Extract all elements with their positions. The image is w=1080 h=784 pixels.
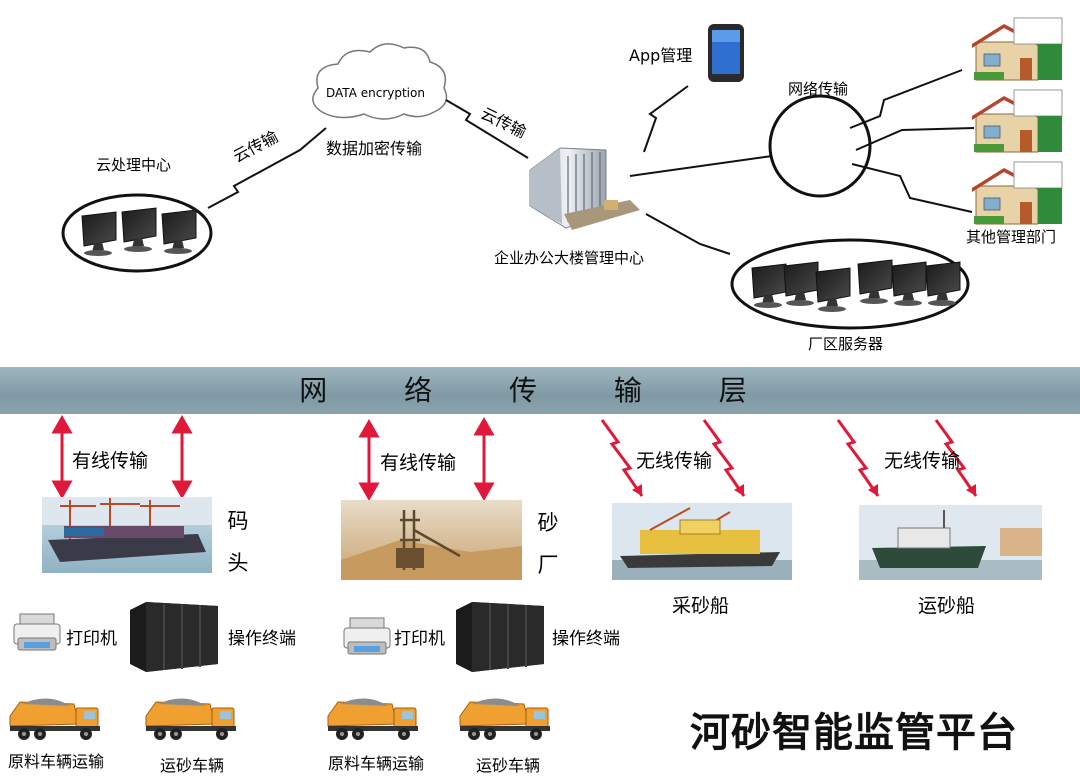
printer-label-1: 打印机 — [66, 629, 117, 649]
cloud-link-left-line — [207, 127, 327, 209]
transport-ship-photo — [859, 505, 1042, 580]
house-link-3 — [851, 163, 973, 213]
wired-label-2: 有线传输 — [380, 452, 457, 474]
raw-truck-label-1: 原料车辆运输 — [8, 752, 105, 771]
dock-photo — [42, 497, 212, 573]
transport-ship-label: 运砂船 — [918, 595, 976, 617]
raw-truck-label-2: 原料车辆运输 — [328, 754, 425, 773]
office-network-line — [629, 155, 773, 177]
platform-title: 河砂智能监管平台 — [690, 710, 1018, 756]
terminal-label-2: 操作终端 — [552, 629, 620, 649]
encryption-label: 数据加密传输 — [326, 139, 423, 158]
cloud-text: DATA encryption — [326, 86, 425, 100]
app-label: App管理 — [629, 46, 693, 65]
dredger-label: 采砂船 — [672, 595, 730, 617]
ship-icon — [48, 534, 206, 562]
wireless-label-2: 无线传输 — [884, 450, 961, 472]
network-label: 网络传输 — [788, 80, 849, 98]
wireless-label-1: 无线传输 — [636, 450, 713, 472]
house-link-1 — [849, 69, 963, 129]
sand-truck-label-2: 运砂车辆 — [476, 756, 541, 775]
phone-icon — [708, 24, 744, 82]
building-icon — [529, 147, 640, 230]
sand-char-1: 砂 — [537, 511, 559, 535]
server-link-line — [645, 213, 731, 255]
dock-char-1: 码 — [227, 509, 249, 533]
house-icon — [971, 17, 1063, 225]
monitor-icon — [81, 207, 197, 257]
network-ring — [768, 94, 872, 198]
sand-truck-label-1: 运砂车辆 — [160, 756, 225, 775]
printer-label-2: 打印机 — [394, 629, 445, 649]
factory-servers-label: 厂区服务器 — [808, 335, 884, 353]
office-label: 企业办公大楼管理中心 — [494, 249, 645, 267]
wired-label-1: 有线传输 — [72, 450, 149, 472]
cloud-link-right-line — [445, 99, 529, 159]
other-depts-label: 其他管理部门 — [966, 228, 1057, 246]
server-rack-icon — [129, 601, 545, 673]
dredger-photo — [612, 503, 792, 580]
cloud-center-label: 云处理中心 — [96, 156, 172, 174]
factory-servers-ring — [730, 238, 970, 330]
house-link-2 — [855, 127, 975, 151]
terminal-label-1: 操作终端 — [228, 629, 296, 649]
network-layer-label: 网 络 传 输 层 — [299, 374, 781, 407]
dock-char-2: 头 — [227, 551, 249, 575]
cloud-center-ring — [61, 193, 213, 273]
dump-truck-icon — [9, 697, 551, 741]
sand-factory-label: 砂 厂 — [536, 502, 560, 586]
sand-char-2: 厂 — [537, 553, 559, 577]
app-link-line — [643, 85, 689, 153]
dock-label: 码 头 — [226, 500, 250, 584]
network-layer-band — [0, 367, 1080, 414]
cloud-icon — [312, 43, 448, 120]
wired-arrows — [51, 414, 495, 502]
monitor-icon — [751, 259, 961, 313]
sand-factory-photo — [341, 500, 522, 580]
